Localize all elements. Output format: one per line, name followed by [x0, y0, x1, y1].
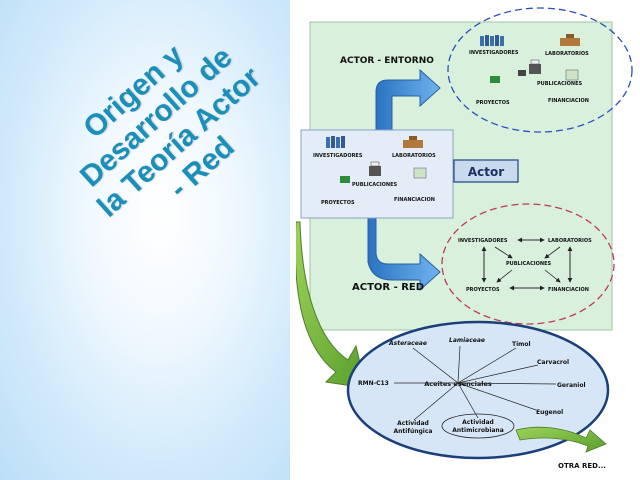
antimicrobial-ellipse — [441, 413, 515, 439]
network-arrows — [481, 237, 573, 291]
node-timol: Timol — [512, 341, 531, 348]
node-asteraceae: Asteraceae — [388, 340, 427, 347]
top-financiacion: FINANCIACION — [548, 98, 589, 104]
node-lamiaceae: Lamiaceae — [449, 337, 485, 344]
node-carvacrol: Carvacrol — [537, 359, 569, 366]
top-proyectos: PROYECTOS — [476, 100, 510, 106]
box-financiacion: FINANCIACION — [394, 197, 435, 203]
box-proyectos: PROYECTOS — [321, 200, 355, 206]
net-publicaciones: PUBLICACIONES — [506, 261, 552, 267]
otra-red-label: OTRA RED... — [558, 462, 606, 470]
arrow-to-red — [367, 211, 441, 292]
left-background-panel — [0, 0, 290, 480]
actor-red-label: ACTOR - RED — [352, 282, 424, 293]
net-proyectos: PROYECTOS — [466, 287, 500, 293]
bottom-network-lines — [394, 345, 557, 421]
laboratory-icon — [560, 34, 580, 46]
node-actividad-antifungica-1: Actividad — [397, 420, 429, 427]
green-arrow-otra-red — [515, 426, 607, 453]
node-actividad-antimicrobiana-1: Actividad — [462, 419, 494, 426]
arrow-to-entorno — [375, 68, 441, 131]
node-actividad-antifungica-2: Antifúngica — [394, 428, 433, 435]
researchers-icon — [480, 35, 504, 46]
bottom-center-node: Aceites esenciales — [424, 380, 492, 388]
net-financiacion: FINANCIACION — [548, 287, 589, 293]
box-publications-icon — [340, 161, 381, 183]
net-laboratorios: LABORATORIOS — [548, 238, 592, 244]
node-actividad-antimicrobiana-2: Antimicrobiana — [452, 427, 504, 434]
box-investigadores: INVESTIGADORES — [313, 153, 363, 159]
actor-entorno-label: ACTOR - ENTORNO — [340, 56, 434, 66]
actor-network-diagram: ACTOR - ENTORNO ACTOR - RED INVESTIGADOR… — [296, 7, 633, 470]
top-publicaciones: PUBLICACIONES — [537, 81, 583, 87]
box-laboratorios: LABORATORIOS — [392, 153, 436, 159]
financing-icon — [565, 69, 579, 81]
actor-label: Actor — [468, 165, 504, 179]
net-investigadores: INVESTIGADORES — [458, 238, 508, 244]
entorno-cluster-circle — [447, 7, 633, 133]
actor-label-box — [453, 159, 519, 183]
top-investigadores: INVESTIGADORES — [469, 50, 519, 56]
box-publicaciones: PUBLICACIONES — [352, 182, 398, 188]
node-rmn-c13: RMN-C13 — [358, 380, 389, 387]
box-researchers-icon — [326, 136, 345, 148]
node-eugenol: Eugenol — [536, 409, 563, 416]
box-financing-icon — [413, 167, 427, 179]
projects-icon — [490, 76, 500, 83]
top-laboratorios: LABORATORIOS — [545, 51, 589, 57]
node-geraniol: Geraniol — [557, 382, 586, 389]
publications-icon — [518, 59, 541, 76]
red-cluster-circle — [441, 203, 615, 325]
box-laboratory-icon — [403, 136, 423, 148]
